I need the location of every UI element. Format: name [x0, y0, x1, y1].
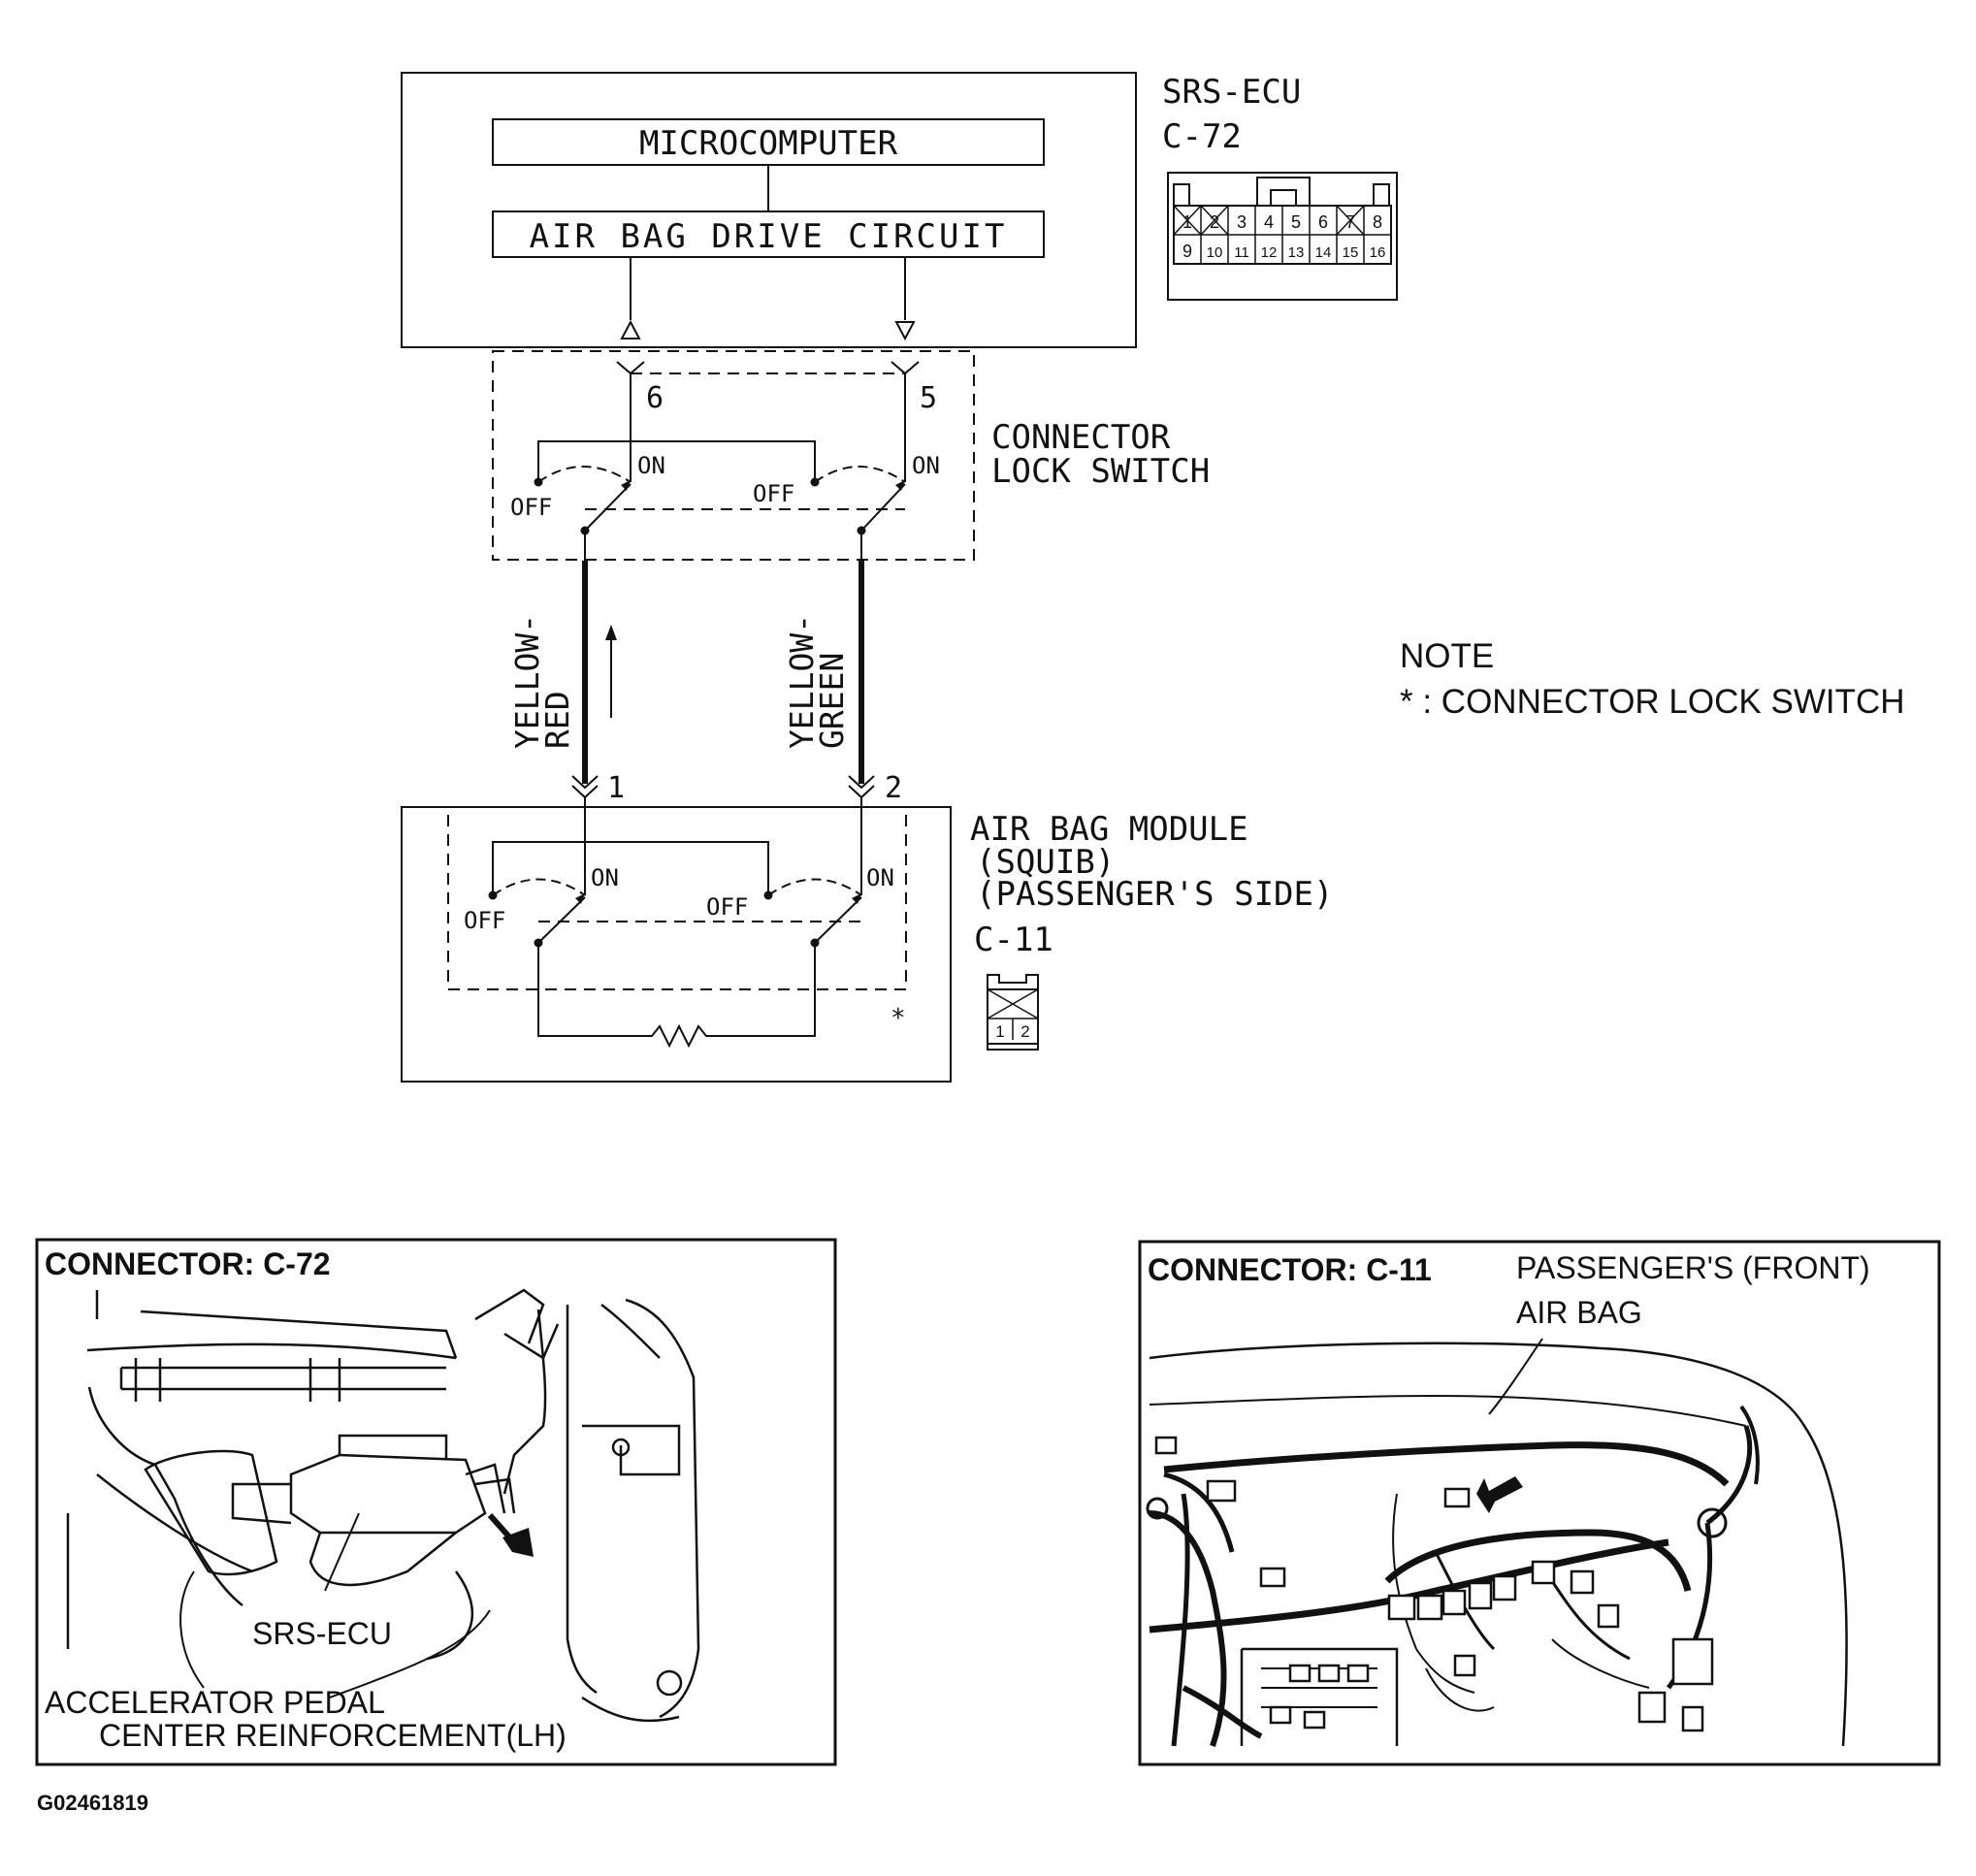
c72-pin-9: 9	[1182, 242, 1192, 261]
module-title-1: AIR BAG MODULE	[970, 810, 1248, 849]
off-label-right: OFF	[753, 480, 794, 507]
panel-c72: CONNECTOR: C-72 SRS-ECU ACCELERATO	[35, 1238, 837, 1766]
c11-location-illustration	[1149, 1342, 1848, 1747]
c72-pin-10: 10	[1207, 244, 1223, 261]
module-off-right: OFF	[706, 893, 748, 921]
module-title-2: (SQUIB)	[976, 843, 1115, 882]
harness-wires: YELLOW- RED YELLOW- GREEN 1 2	[508, 531, 902, 805]
lock-switch-dashed-box	[492, 350, 975, 561]
c72-pin-3: 3	[1237, 212, 1247, 232]
c11-pin-2: 2	[1020, 1022, 1029, 1041]
wire-right-color-2: GREEN	[813, 653, 851, 749]
c11-callout-line	[1488, 1338, 1543, 1415]
c72-pin-11: 11	[1234, 244, 1249, 261]
panel-c72-title: CONNECTOR: C-72	[45, 1246, 331, 1281]
c72-pin-8: 8	[1373, 212, 1382, 232]
on-label-left: ON	[637, 452, 665, 479]
switch-arc-left	[537, 466, 632, 483]
module-title-3: (PASSENGER'S SIDE)	[976, 875, 1333, 914]
on-label-right: ON	[912, 452, 940, 479]
note-title: NOTE	[1400, 637, 1494, 675]
c72-latch	[1173, 177, 1390, 206]
drive-circuit-label: AIR BAG DRIVE CIRCUIT	[530, 217, 1008, 256]
c11-pin-1: 1	[995, 1022, 1004, 1041]
panel-c11: CONNECTOR: C-11 PASSENGER'S (FRONT) AIR …	[1138, 1240, 1941, 1766]
module-blade-left	[537, 896, 586, 944]
c11-connector-blocks	[1154, 1436, 1714, 1732]
switch-blade-right	[860, 483, 906, 532]
microcomputer-label: MICROCOMPUTER	[639, 124, 898, 163]
module-off-left: OFF	[464, 907, 505, 934]
c72-frame	[1167, 172, 1398, 301]
output-arrow-down-icon	[894, 321, 916, 341]
figure-id: G02461819	[37, 1791, 148, 1815]
ecu-outline	[401, 72, 1137, 348]
module-outline	[401, 806, 952, 1083]
wire-right-color-1: YELLOW-	[783, 614, 821, 749]
module-on-right: ON	[866, 864, 894, 891]
module-asterisk: *	[891, 1004, 906, 1033]
module-lock-dashed-box	[447, 806, 907, 990]
pin-1-label: 1	[607, 771, 625, 805]
panel-c11-frame	[1138, 1240, 1941, 1766]
c72-pin-4: 4	[1264, 212, 1274, 232]
panel-c72-frame	[35, 1238, 837, 1766]
output-arrow-up-icon	[620, 319, 641, 340]
module-connector-id: C-11	[974, 921, 1053, 959]
wire-left-color-2: RED	[538, 691, 576, 749]
c72-pin-6: 6	[1318, 212, 1328, 232]
module-shorting-bar	[492, 841, 769, 895]
c72-pin-15: 15	[1343, 244, 1359, 261]
panel-c72-reinforcement-label: CENTER REINFORCEMENT(LH)	[99, 1718, 567, 1753]
lock-switch-title-2: LOCK SWITCH	[991, 452, 1210, 491]
panel-c72-pedal-label: ACCELERATOR PEDAL	[45, 1685, 385, 1720]
note-text: * : CONNECTOR LOCK SWITCH	[1400, 683, 1905, 721]
c11-frame	[987, 988, 1039, 1045]
c11-pointer-arrow-icon	[1476, 1476, 1523, 1513]
pin-5-label: 5	[920, 381, 937, 415]
module-blade-right	[814, 896, 862, 944]
c72-pin-14: 14	[1315, 244, 1332, 261]
air-bag-module: ON ON OFF OFF *	[401, 797, 952, 1083]
lock-switch-title-1: CONNECTOR	[991, 418, 1171, 457]
c72-pin-13: 13	[1288, 244, 1305, 261]
wire-left-color-1: YELLOW-	[508, 614, 546, 749]
module-on-left: ON	[591, 864, 619, 891]
switch-arc-right	[814, 466, 906, 483]
connector-lock-switch: 6 5 ON ON OFF OFF	[492, 350, 975, 561]
shorting-bar	[537, 440, 816, 482]
connector-terminal-mark	[616, 361, 920, 375]
squib-resistor	[537, 943, 816, 1049]
c72-pin-1: 1	[1182, 212, 1192, 232]
c72-pin-5: 5	[1291, 212, 1301, 232]
panel-c11-title: CONNECTOR: C-11	[1148, 1252, 1432, 1287]
pin-2-label: 2	[885, 771, 902, 805]
c11-connector-face: 1 2	[987, 974, 1039, 1051]
c72-empty-cavity-marks	[1173, 205, 1365, 236]
switch-blade-left	[584, 483, 632, 532]
c72-location-illustration	[66, 1288, 700, 1723]
panel-c11-label-1: PASSENGER'S (FRONT)	[1516, 1250, 1870, 1285]
off-label-left: OFF	[510, 494, 552, 521]
pin-6-label: 6	[646, 381, 664, 415]
c72-pin-12: 12	[1261, 244, 1278, 261]
c72-pin-16: 16	[1370, 244, 1386, 261]
srs-ecu-block: MICROCOMPUTER AIR BAG DRIVE CIRCUIT	[401, 72, 1137, 348]
ecu-name: SRS-ECU	[1162, 73, 1301, 112]
c72-pin-2: 2	[1210, 212, 1219, 232]
drive-circuit-box	[492, 210, 1045, 258]
panel-c11-label-2: AIR BAG	[1516, 1295, 1642, 1330]
ecu-connector-id: C-72	[1162, 117, 1242, 156]
c72-pin-7: 7	[1345, 212, 1355, 232]
panel-c72-ecu-label: SRS-ECU	[252, 1616, 392, 1651]
